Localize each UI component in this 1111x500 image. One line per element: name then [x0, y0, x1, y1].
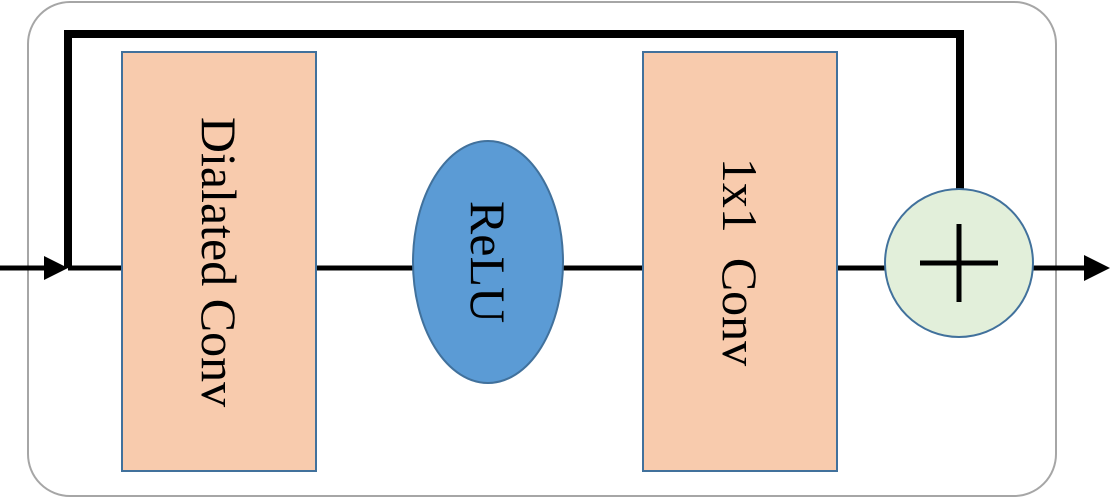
output-arrowhead — [1084, 255, 1110, 281]
skip-connection-line — [64, 30, 964, 268]
relu-ellipse — [412, 140, 564, 384]
conv-1x1-label: 1x1 Conv — [712, 158, 768, 366]
add-node — [884, 188, 1034, 338]
dilated-conv-box — [121, 51, 317, 472]
conv-1x1-block: 1x1 Conv — [642, 51, 838, 472]
relu-label: ReLU — [460, 201, 516, 323]
dilated-conv-label: Dialated Conv — [191, 117, 247, 407]
conv-1x1-box — [642, 51, 838, 472]
relu-block: ReLU — [412, 140, 564, 384]
dilated-conv-block: Dialated Conv — [121, 51, 317, 472]
input-arrowhead — [44, 256, 68, 280]
